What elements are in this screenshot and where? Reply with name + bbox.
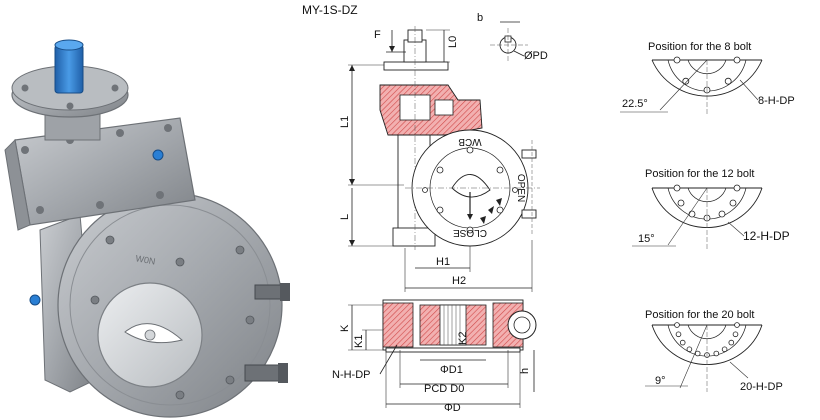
bolt-hole (673, 56, 681, 64)
bolt-label-12: 12-H-DP (743, 229, 790, 243)
bolt-label-8: 8-H-DP (758, 95, 795, 107)
dim-h2: H2 (452, 275, 466, 287)
bolt-hole (733, 184, 741, 192)
bolt-hole (677, 199, 685, 207)
bolt-hole (728, 339, 735, 346)
bolt-title-12: Position for the 12 bolt (645, 168, 754, 180)
bolt-angle-12: 15° (638, 233, 655, 245)
bolt-hole (734, 322, 740, 328)
side-view-drawing: WCB OPEN CLOSE F L0 b ØPD L1 (339, 12, 548, 292)
dim-b: b (477, 12, 483, 24)
dim-k2: K2 (457, 332, 469, 345)
bolt-title-20: Position for the 20 bolt (645, 309, 754, 321)
bolt-hole (732, 331, 739, 338)
bolt-pattern-20: Position for the 20 bolt 9° 20-H-DP (645, 309, 783, 393)
bolt-hole (718, 210, 726, 218)
casting-mark: W0N (135, 253, 156, 266)
dim-d: ΦD (444, 402, 461, 414)
bolt-hole (679, 339, 686, 346)
dim-h1: H1 (436, 256, 450, 268)
dim-k: K (339, 324, 351, 332)
dim-pcd: PCD D0 (424, 383, 464, 395)
bolt-hole (673, 184, 681, 192)
bolt-patterns: Position for the 8 bolt 22.5° 8-H-DP Pos… (620, 41, 795, 393)
bolt-hole (682, 77, 690, 85)
bolt-hole (675, 331, 682, 338)
dim-h: h (519, 368, 531, 374)
bolt-hole (733, 56, 741, 64)
dim-k1: K1 (353, 335, 365, 348)
section-view-drawing: K K1 K2 N-H-DP ΦD1 PCD D0 ΦD h (332, 299, 537, 414)
bolt-hole (686, 346, 693, 353)
dim-d1: ΦD1 (440, 364, 463, 376)
bolt-title-8: Position for the 8 bolt (648, 41, 751, 53)
bolt-hole (729, 199, 737, 207)
gearbox-photo: W0N (4, 39, 290, 418)
dim-l0: L0 (447, 36, 459, 48)
bolt-hole (694, 350, 701, 357)
dim-phi-pd: ØPD (524, 50, 548, 62)
bolt-pattern-12: Position for the 12 bolt 15° 12-H-DP (632, 168, 790, 250)
dim-f: F (374, 29, 381, 41)
bolt-hole (688, 210, 696, 218)
bolt-hole (721, 346, 728, 353)
model-title: MY-1S-DZ (302, 3, 358, 17)
bolt-hole (713, 350, 720, 357)
bolt-angle-8: 22.5° (622, 98, 648, 110)
bolt-hole (674, 322, 680, 328)
dim-l: L (339, 214, 351, 220)
dim-nhdp: N-H-DP (332, 369, 371, 381)
dial-label-top: WCB (458, 136, 482, 147)
bolt-pattern-8: Position for the 8 bolt 22.5° 8-H-DP (620, 41, 795, 115)
dial-label-close: CLOSE (453, 227, 487, 238)
bolt-angle-20: 9° (655, 375, 666, 387)
bolt-label-20: 20-H-DP (740, 381, 783, 393)
dim-l1: L1 (339, 116, 351, 128)
bolt-hole (724, 77, 732, 85)
